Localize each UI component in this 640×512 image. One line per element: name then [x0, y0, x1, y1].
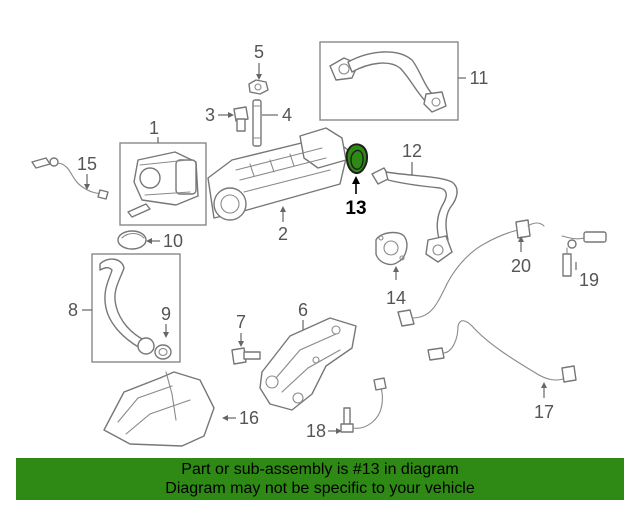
callout-7: 7: [236, 312, 246, 332]
part-2-egr-cooler[interactable]: [207, 127, 349, 221]
banner-line-2: Diagram may not be specific to your vehi…: [165, 480, 475, 497]
part-11-pipe[interactable]: [319, 41, 459, 121]
part-20-oxygen-sensor[interactable]: [397, 219, 545, 327]
callout-6: 6: [298, 300, 308, 320]
callout-13: 13: [345, 198, 366, 219]
callout-4: 4: [282, 105, 292, 125]
part-12-pipe[interactable]: [371, 167, 458, 263]
parts-diagram: 1 15 3 4 5 2: [31, 41, 607, 447]
part-1-egr-valve[interactable]: [119, 142, 207, 226]
callout-12: 12: [402, 141, 422, 161]
callout-1: 1: [149, 118, 159, 138]
part-17-sensor-line[interactable]: [427, 320, 577, 383]
callout-17: 17: [534, 402, 554, 422]
part-18-sensor[interactable]: [340, 377, 387, 433]
part-5-nut[interactable]: [248, 79, 269, 95]
callout-11: 11: [470, 68, 489, 88]
part-14-gasket[interactable]: [375, 231, 408, 266]
callout-15: 15: [77, 154, 97, 174]
part-4-stud[interactable]: [252, 99, 262, 147]
callout-16: 16: [239, 408, 259, 428]
part-9-o-ring[interactable]: [154, 344, 172, 360]
part-3-bolt[interactable]: [233, 106, 249, 132]
part-8-hose[interactable]: [91, 253, 181, 363]
callout-8: 8: [68, 300, 78, 320]
callout-10: 10: [163, 231, 183, 251]
part-info-banner: Part or sub-assembly is #13 in diagram D…: [16, 458, 624, 500]
part-7-bolt[interactable]: [231, 347, 261, 365]
part-13-gasket[interactable]: [345, 143, 369, 175]
part-6-bracket[interactable]: [259, 317, 357, 411]
callout-18: 18: [306, 421, 326, 441]
part-15-sensor-wire[interactable]: [31, 157, 109, 200]
callout-3: 3: [205, 105, 215, 125]
part-10-cap[interactable]: [117, 230, 147, 250]
callout-5: 5: [254, 42, 264, 62]
callout-9: 9: [161, 304, 171, 324]
callout-14: 14: [386, 288, 406, 308]
part-16-heat-shield[interactable]: [103, 371, 215, 447]
banner-line-1: Part or sub-assembly is #13 in diagram: [181, 461, 459, 478]
callout-2: 2: [278, 224, 288, 244]
callout-20: 20: [511, 256, 531, 276]
callout-19: 19: [579, 270, 599, 290]
part-19-sensor[interactable]: [561, 231, 607, 277]
